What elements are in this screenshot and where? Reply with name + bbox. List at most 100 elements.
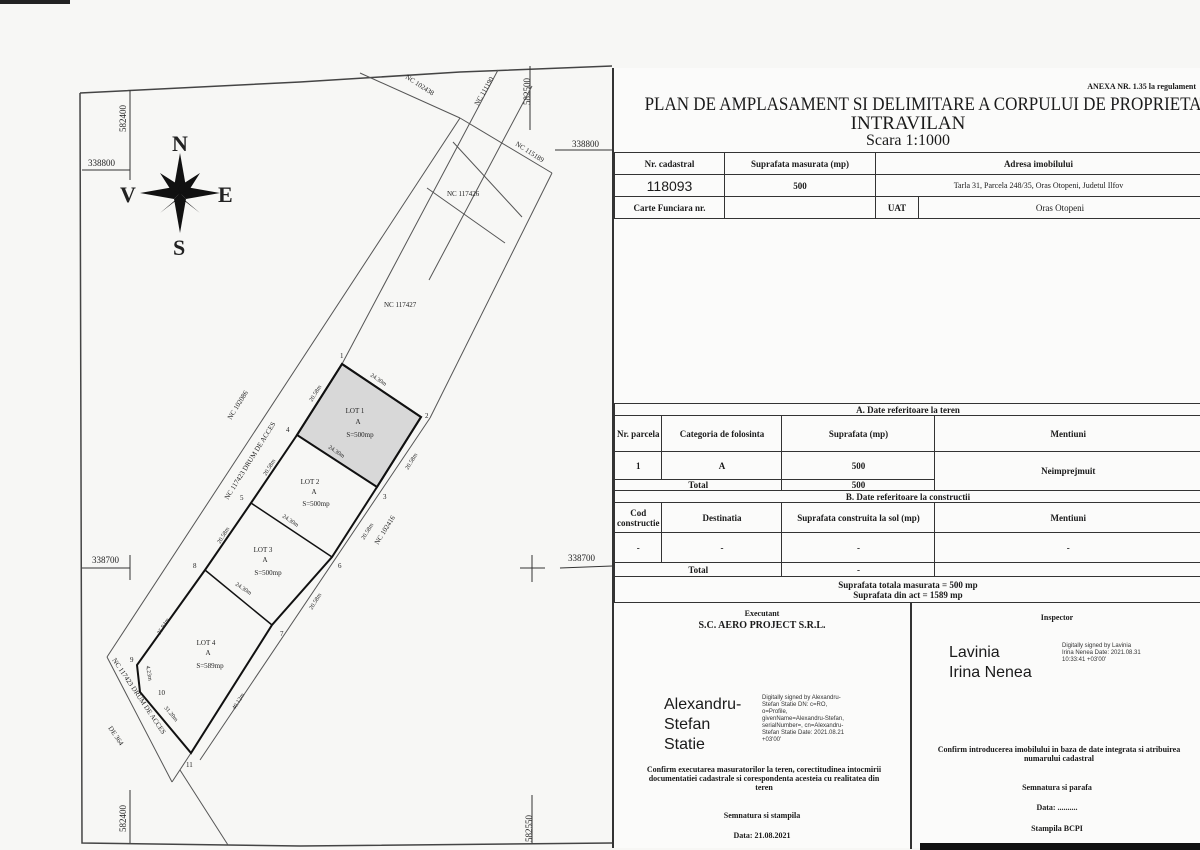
header-address: Adresa imobilului (875, 152, 1200, 175)
header-area: Suprafata masurata (mp) (724, 152, 876, 175)
sig-line: Statie (664, 736, 705, 753)
cell: 1 (613, 451, 663, 480)
col-header: Suprafata (mp) (781, 415, 936, 452)
neighbor-label: NC 102438 (404, 73, 436, 98)
point-label: 2 (425, 412, 429, 420)
document-title: PLAN DE AMPLASAMENT SI DELIMITARE A CORP… (644, 94, 1200, 115)
inspector-signature: Lavinia Irina Nenea (949, 643, 1032, 683)
neighbor-label: NC 117423 DRUM DE ACCES (223, 420, 278, 501)
inspector-label: Inspector (1040, 613, 1074, 622)
scan-edge-bar (920, 843, 1200, 850)
col-header: Categoria de folosinta (661, 415, 783, 452)
title-block: ANEXA NR. 1.35 la regulament PLAN DE AMP… (612, 68, 1200, 849)
cell: Neimprejmuit (934, 451, 1200, 491)
annex-label: ANEXA NR. 1.35 la regulament (1087, 82, 1196, 91)
neighbor-label: NC 102416 (373, 514, 397, 546)
uat-value: Oras Otopeni (918, 196, 1200, 219)
cadastral-number: 118093 (614, 174, 725, 197)
total-measured-area: Suprafata totala masurata = 500 mp (838, 579, 978, 590)
compass-e: E (218, 182, 233, 207)
distance-label: 35.94m (157, 617, 172, 636)
coord-label: 338800 (572, 139, 600, 149)
executant-label: Executant (744, 609, 780, 618)
coord-label: 582400 (118, 805, 128, 833)
total-value: 500 (781, 479, 936, 491)
coord-label: 582550 (524, 815, 534, 843)
neighbor-label: NC 115189 (514, 140, 546, 165)
point-label: 6 (338, 562, 342, 570)
point-label: 7 (280, 630, 284, 638)
point-label: 5 (240, 494, 244, 502)
sig-line: Irina Nenea (949, 664, 1032, 681)
point-label: 8 (193, 562, 197, 570)
point-label: 11 (186, 761, 193, 769)
cell: - (934, 532, 1200, 563)
neighbor-label: NC 102086 (226, 389, 250, 421)
lot-category: A (262, 556, 267, 564)
compass-w: V (120, 182, 136, 207)
header-carte-funciara: Carte Funciara nr. (614, 196, 725, 219)
neighbor-label: NC 117426 (447, 190, 480, 198)
col-header: Mentiuni (934, 415, 1200, 452)
coord-label: 338800 (88, 158, 116, 168)
inspector-stamp-label: Stampila BCPI (1031, 824, 1083, 833)
lot-name: LOT 4 (197, 639, 216, 647)
sig-line: Lavinia (949, 644, 1000, 661)
inspector-confirmation: Confirm introducerea imobilului in baza … (937, 745, 1181, 763)
inspector-signature-detail: Digitally signed by Lavinia Irina Nenea … (1062, 643, 1141, 663)
executant-confirmation: Confirm executarea masuratorilor la tere… (646, 765, 882, 792)
total-label: Total (613, 562, 783, 577)
lot-name: LOT 2 (301, 478, 320, 486)
distance-label: 24.30m (234, 582, 253, 597)
point-label: 1 (340, 352, 344, 360)
lot-name: LOT 1 (346, 407, 365, 415)
compass-s: S (173, 235, 185, 260)
scan-edge-mark (0, 0, 70, 4)
compass-n: N (172, 131, 188, 156)
document-subtitle: INTRAVILAN (850, 113, 966, 134)
lot-area: S=500mp (254, 569, 282, 577)
compass-rose-icon: N S E V (120, 131, 233, 260)
carte-funciara (724, 196, 876, 219)
signature-section: Executant S.C. AERO PROJECT S.R.L. Alexa… (614, 602, 1200, 849)
sig-line: Alexandru- (664, 696, 742, 713)
act-area: Suprafata din act = 1589 mp (853, 589, 963, 600)
distance-label: 4.23m (144, 665, 153, 681)
lot-area: S=589mp (196, 662, 224, 670)
section-a-title: A. Date referitoare la teren (614, 403, 1200, 416)
inspector-sign-label: Semnatura si parafa (1022, 783, 1092, 792)
lot-name: LOT 3 (254, 546, 273, 554)
point-label: 9 (130, 656, 134, 664)
cell: - (613, 532, 663, 563)
distance-label: 40.12m (232, 692, 247, 711)
col-header: Destinatia (661, 502, 783, 533)
property-address: Tarla 31, Parcela 248/35, Oras Otopeni, … (875, 174, 1200, 197)
coord-label: 338700 (568, 553, 596, 563)
neighbor-label: NC 111190 (473, 75, 496, 107)
neighbor-label: DE 364 (106, 725, 125, 748)
measured-area: 500 (724, 174, 876, 197)
coord-label: 582400 (118, 105, 128, 133)
col-header: Suprafata construita la sol (mp) (781, 502, 936, 533)
col-header: Cod constructie (613, 502, 663, 533)
point-label: 3 (383, 493, 387, 501)
lot-category: A (355, 418, 360, 426)
cell: 500 (781, 451, 936, 480)
header-cadastral: Nr. cadastral (614, 152, 725, 175)
cell: - (661, 532, 783, 563)
lot-area: S=500mp (346, 431, 374, 439)
cadastral-map: 582400 338800 582500 338800 338700 33870… (79, 65, 612, 847)
lot-area: S=500mp (302, 500, 330, 508)
total-value: - (781, 562, 936, 577)
executant-date: Data: 21.08.2021 (733, 831, 791, 840)
col-header: Nr. parcela (613, 415, 663, 452)
inspector-date: Data: .......... (1036, 803, 1078, 812)
cell: - (781, 532, 936, 563)
land-data-table: A. Date referitoare la teren Nr. parcela… (613, 403, 1200, 603)
header-uat: UAT (875, 196, 919, 219)
section-b-title: B. Date referitoare la constructii (614, 490, 1200, 503)
coord-label: 582500 (522, 78, 532, 106)
point-label: 4 (286, 426, 290, 434)
lot-category: A (311, 488, 316, 496)
